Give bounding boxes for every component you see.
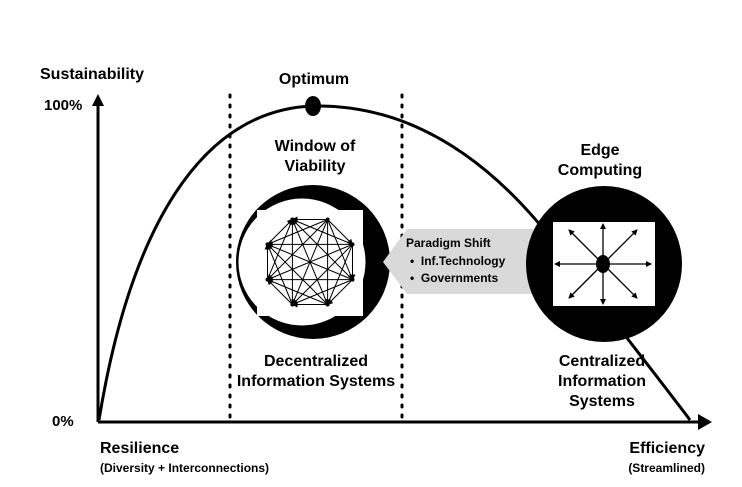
network-link (326, 279, 353, 306)
y-axis-title: Sustainability (40, 66, 145, 83)
network-link (291, 218, 353, 280)
network-node (325, 217, 330, 222)
network-link (266, 278, 293, 305)
decentralized-network-graph (264, 216, 356, 308)
paradigm-shift-bullet: • Inf.Technology (410, 254, 506, 268)
edge-label-text: Edge Computing (557, 142, 643, 179)
x-axis-right-sublabel: (Streamlined) (628, 461, 705, 475)
centralized-label-text: Centralized Information Systems (558, 353, 646, 410)
paradigm-shift-bullet: • Governments (410, 271, 499, 285)
network-node (265, 242, 270, 247)
edge-computing-label: Edge Computing (540, 141, 660, 181)
decentralized-label-text: Decentralized Information Systems (236, 353, 396, 390)
network-spoke (602, 229, 638, 265)
network-link (291, 218, 329, 305)
network-node (325, 302, 330, 307)
centralized-label: Centralized Information Systems (527, 352, 677, 412)
network-node (290, 302, 295, 307)
paradigm-shift-title: Paradigm Shift (406, 236, 491, 250)
network-link (267, 218, 294, 280)
x-axis-right-label: Efficiency (629, 440, 705, 457)
network-node (350, 242, 355, 247)
network-link (266, 278, 328, 305)
network-spoke (568, 263, 604, 299)
optimum-point (305, 96, 321, 116)
network-node (350, 277, 355, 282)
y-axis-min-label: 0% (52, 413, 74, 430)
x-axis-left-sublabel: (Diversity + Interconnections) (100, 461, 270, 475)
network-spoke (568, 229, 604, 265)
x-axis-left-label: Resilience (100, 440, 180, 457)
network-link (291, 218, 353, 245)
window-of-viability-label: Window of Viability (250, 137, 380, 177)
bullet-text: Governments (420, 271, 499, 285)
window-label-text: Window of Viability (274, 138, 356, 175)
network-link (327, 219, 354, 246)
centralized-network-graph (554, 223, 652, 305)
decentralized-label: Decentralized Information Systems (236, 352, 396, 392)
network-node (265, 277, 270, 282)
optimum-label: Optimum (278, 71, 350, 88)
y-axis-max-label: 100% (44, 97, 83, 114)
network-spoke (602, 263, 638, 299)
network-link (267, 218, 294, 245)
paradigm-shift-arrow (383, 229, 540, 294)
y-axis-arrowhead (92, 94, 104, 106)
bullet-text: Inf.Technology (420, 254, 506, 268)
network-link (266, 243, 293, 305)
network-node (290, 217, 295, 222)
x-axis-arrowhead (698, 414, 712, 430)
